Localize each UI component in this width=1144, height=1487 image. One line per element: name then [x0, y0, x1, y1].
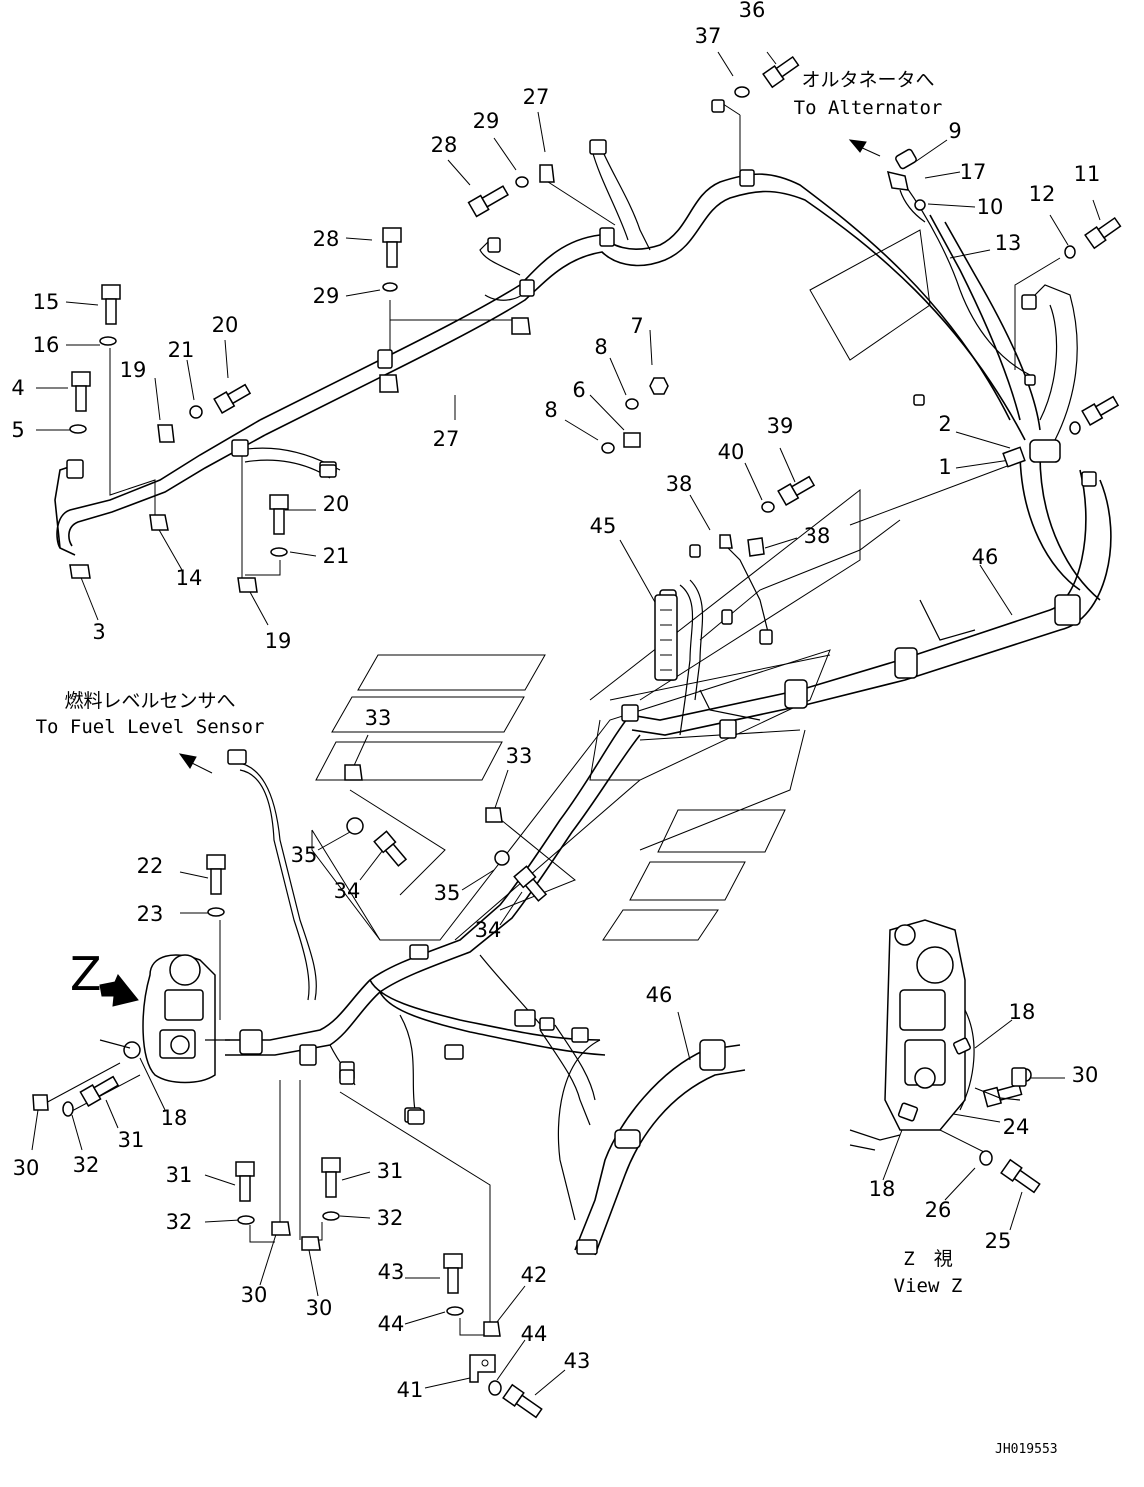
callout: 23 [137, 902, 164, 926]
callout: 33 [506, 744, 533, 768]
callout: 39 [767, 414, 794, 438]
callout: 35 [434, 881, 461, 905]
callout: 28 [431, 133, 458, 157]
fuel-tank-outline [311, 488, 861, 941]
callout: 38 [666, 472, 693, 496]
callout: 46 [646, 983, 673, 1007]
callout: 6 [572, 378, 585, 402]
callout: 21 [168, 338, 195, 362]
callout: 44 [521, 1322, 548, 1346]
callout: 3 [92, 620, 105, 644]
callout: 16 [33, 333, 60, 357]
callout: 44 [378, 1312, 405, 1336]
callout: 18 [869, 1177, 896, 1201]
alternator-note-en: To Alternator [794, 97, 943, 119]
view-z-assembly [849, 919, 1027, 1151]
callout: 20 [212, 313, 239, 337]
callout: 22 [137, 854, 164, 878]
annotations: オルタネータへ To Alternator 燃料レベルセンサへ To Fuel … [36, 69, 1058, 1457]
callout: 1 [938, 455, 951, 479]
callout: 32 [377, 1206, 404, 1230]
callout: 43 [564, 1349, 591, 1373]
z-view-marker: Z [70, 947, 102, 1001]
callout: 30 [1072, 1063, 1099, 1087]
callout: 32 [166, 1210, 193, 1234]
callout: 24 [1003, 1115, 1030, 1139]
callout: 19 [265, 629, 292, 653]
callout: 17 [960, 160, 987, 184]
callout: 34 [334, 879, 361, 903]
callout: 10 [977, 195, 1004, 219]
callout: 42 [521, 1263, 548, 1287]
callout: 27 [433, 427, 460, 451]
callout: 34 [475, 918, 502, 942]
callout: 18 [1009, 1000, 1036, 1024]
callout: 20 [323, 492, 350, 516]
callout: 13 [995, 231, 1022, 255]
callout: 21 [323, 544, 350, 568]
callout: 8 [594, 335, 607, 359]
callout: 41 [397, 1378, 424, 1402]
callout: 4 [11, 376, 24, 400]
callout: 30 [13, 1156, 40, 1180]
callout: 40 [718, 440, 745, 464]
callout: 14 [176, 566, 203, 590]
drawing-code: JH019553 [995, 1442, 1058, 1457]
callout: 33 [365, 706, 392, 730]
callout: 35 [291, 843, 318, 867]
callout: 9 [948, 119, 961, 143]
callout: 45 [590, 514, 617, 538]
callout: 31 [118, 1128, 145, 1152]
callout: 30 [306, 1296, 333, 1320]
callout: 29 [473, 109, 500, 133]
callout: 30 [241, 1283, 268, 1307]
callout: 38 [804, 524, 831, 548]
alternator-note-jp: オルタネータへ [801, 69, 934, 91]
callout: 8 [544, 398, 557, 422]
callout: 25 [985, 1229, 1012, 1253]
callout: 31 [377, 1159, 404, 1183]
callout: 7 [630, 314, 643, 338]
callout: 12 [1029, 182, 1056, 206]
leader-lines [31, 51, 1101, 1396]
callout: 27 [523, 85, 550, 109]
harness-routes [54, 144, 1112, 1256]
callout: 32 [73, 1153, 100, 1177]
components [99, 148, 1097, 1151]
callout: 28 [313, 227, 340, 251]
callout: 37 [695, 24, 722, 48]
callout: 31 [166, 1163, 193, 1187]
view-z-label-en: View Z [894, 1275, 963, 1297]
callout: 29 [313, 284, 340, 308]
callout: 36 [739, 0, 766, 22]
fuel-sensor-note-en: To Fuel Level Sensor [36, 716, 265, 738]
callout: 15 [33, 290, 60, 314]
callout: 19 [120, 358, 147, 382]
callout: 5 [11, 418, 24, 442]
view-z-label-jp: Z 視 [903, 1248, 952, 1270]
part-callouts: 36 37 27 28 29 9 17 10 12 11 13 28 29 15… [11, 0, 1100, 1402]
callout: 18 [161, 1106, 188, 1130]
callout: 43 [378, 1260, 405, 1284]
callout: 2 [938, 412, 951, 436]
callout: 46 [972, 545, 999, 569]
callout: 26 [925, 1198, 952, 1222]
sensor-assembly [99, 954, 230, 1084]
fuel-sensor-note-jp: 燃料レベルセンサへ [64, 690, 235, 712]
z-direction-arrow [99, 974, 139, 1007]
washers [62, 86, 1081, 1396]
bolts [71, 55, 1122, 1419]
direction-arrows [99, 139, 881, 1007]
callout: 11 [1074, 162, 1101, 186]
